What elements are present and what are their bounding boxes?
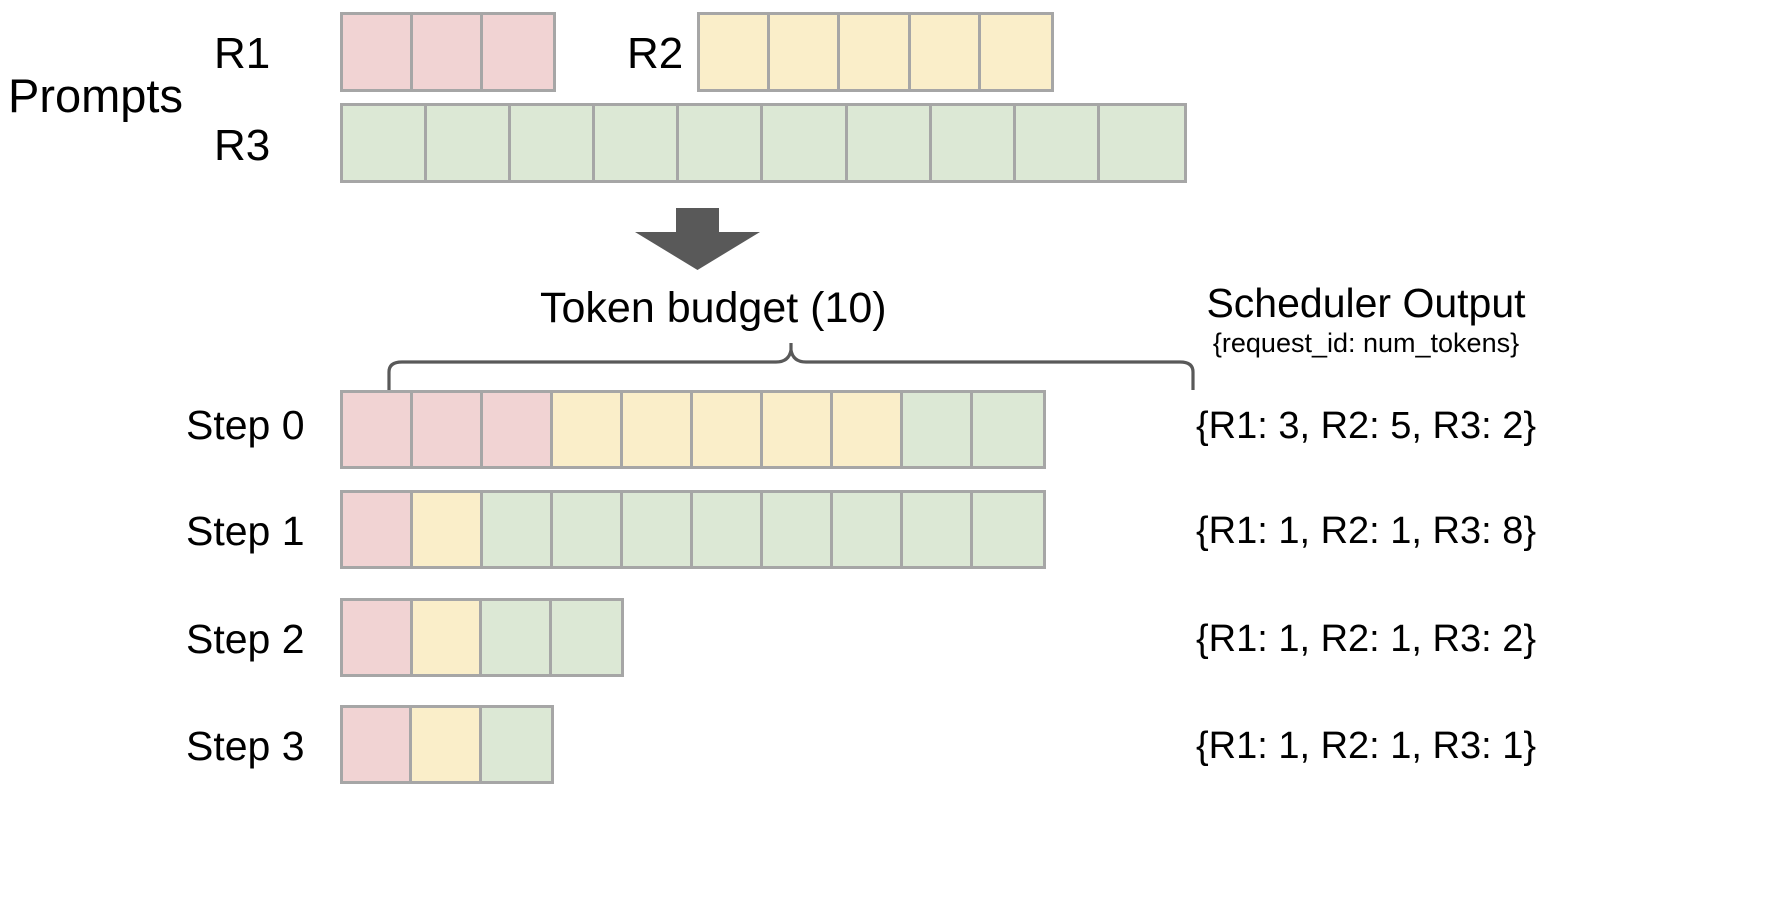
step-3-cell bbox=[412, 708, 482, 781]
request-label-r2: R2 bbox=[627, 29, 684, 78]
step-0-cell bbox=[833, 393, 903, 466]
request-label-r1: R1 bbox=[214, 29, 271, 78]
prompt-r3-cell bbox=[343, 106, 428, 180]
prompt-r3-cell bbox=[763, 106, 848, 180]
prompt-r2-cell bbox=[840, 15, 911, 89]
prompt-r3-cell bbox=[427, 106, 512, 180]
prompt-row-r1 bbox=[340, 12, 556, 92]
step-label-1: Step 1 bbox=[186, 508, 305, 554]
step-1-cell bbox=[763, 493, 833, 566]
step-token-row-0 bbox=[340, 390, 1046, 469]
step-0-cell bbox=[903, 393, 973, 466]
step-0-cell bbox=[483, 393, 553, 466]
step-0-cell bbox=[553, 393, 623, 466]
prompt-r3-cell bbox=[931, 106, 1016, 180]
step-label-2: Step 2 bbox=[186, 616, 305, 662]
step-3-cell bbox=[343, 708, 413, 781]
scheduler-output-1: {R1: 1, R2: 1, R3: 8} bbox=[1195, 510, 1537, 552]
step-0-cell bbox=[693, 393, 763, 466]
step-0-cell bbox=[973, 393, 1043, 466]
token-budget-label: Token budget (10) bbox=[540, 284, 887, 332]
step-3-cell bbox=[481, 708, 551, 781]
scheduler-output-0: {R1: 3, R2: 5, R3: 2} bbox=[1195, 405, 1537, 447]
prompt-r2-cell bbox=[770, 15, 841, 89]
step-0-cell bbox=[623, 393, 693, 466]
prompt-r1-cell bbox=[412, 15, 483, 89]
scheduler-output-2: {R1: 1, R2: 1, R3: 2} bbox=[1195, 618, 1537, 660]
step-1-cell bbox=[343, 493, 413, 566]
down-arrow-icon bbox=[635, 208, 760, 270]
step-2-cell bbox=[412, 601, 482, 674]
prompt-r2-cell bbox=[910, 15, 981, 89]
prompt-r3-cell bbox=[595, 106, 680, 180]
prompt-r3-cell bbox=[511, 106, 596, 180]
step-1-cell bbox=[973, 493, 1043, 566]
prompt-row-r3 bbox=[340, 103, 1187, 183]
step-1-cell bbox=[553, 493, 623, 566]
step-1-cell bbox=[903, 493, 973, 566]
prompt-r1-cell bbox=[343, 15, 413, 89]
step-label-3: Step 3 bbox=[186, 723, 305, 769]
prompt-r2-cell bbox=[980, 15, 1051, 89]
prompt-row-r2 bbox=[697, 12, 1054, 92]
step-2-cell bbox=[551, 601, 621, 674]
step-label-0: Step 0 bbox=[186, 402, 305, 448]
step-2-cell bbox=[482, 601, 552, 674]
step-1-cell bbox=[483, 493, 553, 566]
request-label-r3: R3 bbox=[214, 121, 271, 170]
step-token-row-1 bbox=[340, 490, 1046, 569]
step-1-cell bbox=[833, 493, 903, 566]
prompt-r3-cell bbox=[679, 106, 764, 180]
scheduler-output-subtitle: {request_id: num_tokens} bbox=[1212, 328, 1520, 358]
scheduler-output-3: {R1: 1, R2: 1, R3: 1} bbox=[1195, 725, 1537, 767]
step-0-cell bbox=[763, 393, 833, 466]
step-0-cell bbox=[343, 393, 413, 466]
prompt-r3-cell bbox=[1015, 106, 1100, 180]
step-token-row-2 bbox=[340, 598, 624, 677]
prompt-r2-cell bbox=[700, 15, 771, 89]
step-1-cell bbox=[413, 493, 483, 566]
prompt-r3-cell bbox=[1099, 106, 1184, 180]
step-0-cell bbox=[413, 393, 483, 466]
scheduler-output-title: Scheduler Output bbox=[1206, 280, 1526, 326]
step-1-cell bbox=[693, 493, 763, 566]
step-token-row-3 bbox=[340, 705, 554, 784]
prompt-r3-cell bbox=[847, 106, 932, 180]
token-budget-brace bbox=[386, 340, 1196, 392]
step-1-cell bbox=[623, 493, 693, 566]
prompts-section-label: Prompts bbox=[8, 69, 183, 122]
prompt-r1-cell bbox=[482, 15, 553, 89]
step-2-cell bbox=[343, 601, 413, 674]
